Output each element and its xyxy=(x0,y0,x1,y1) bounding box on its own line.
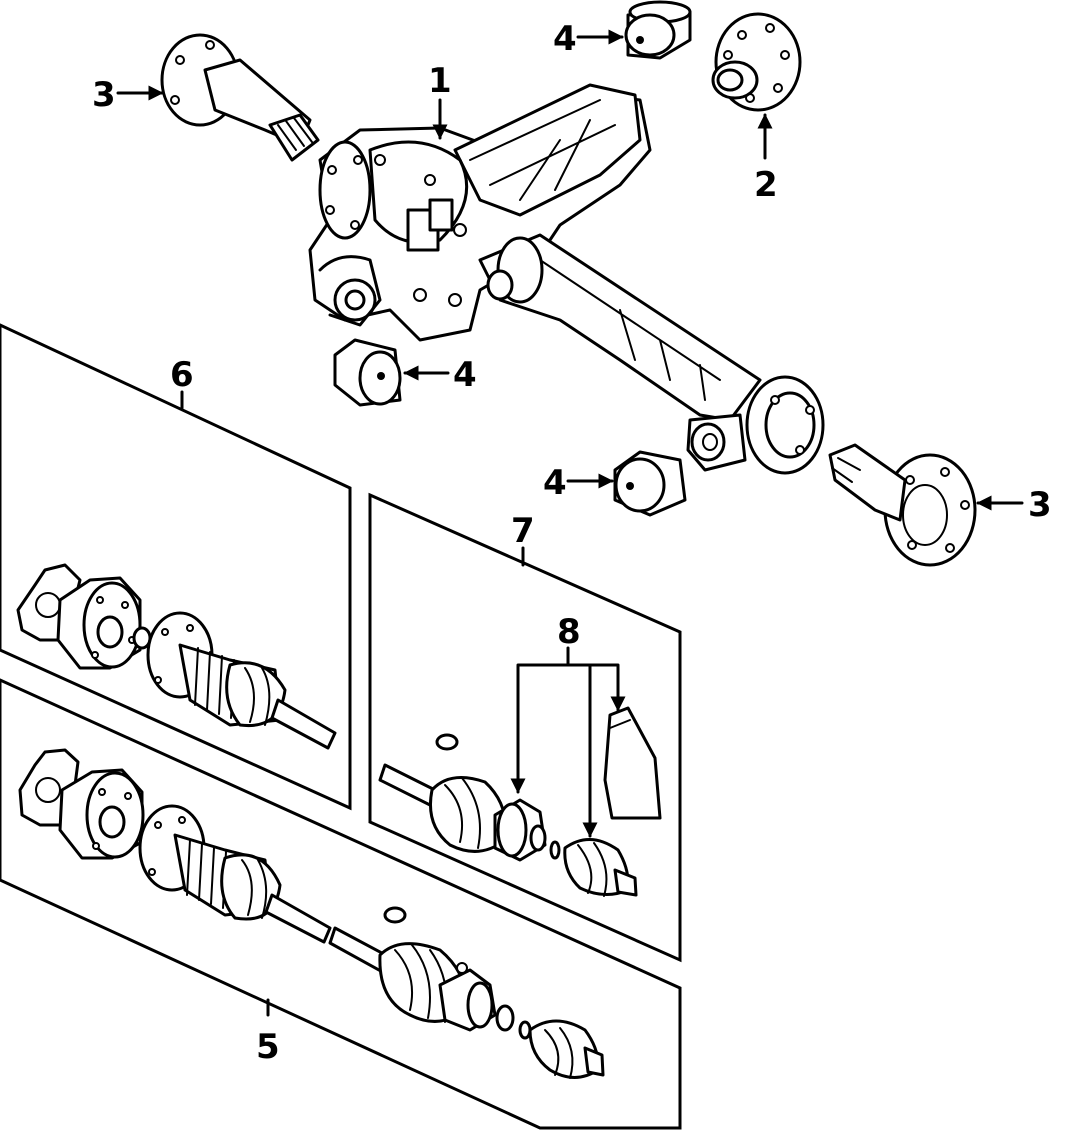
leader-8-bracket xyxy=(516,646,620,834)
callout-4-mid: 4 xyxy=(453,355,477,395)
part-3-axle-shaft-right xyxy=(828,443,977,567)
callout-7: 7 xyxy=(511,511,535,551)
part-4-bushing-mid xyxy=(333,338,402,407)
callout-4-top: 4 xyxy=(553,19,577,59)
callout-1: 1 xyxy=(428,61,452,101)
callout-3-left: 3 xyxy=(92,75,116,115)
callout-numbers: 1 2 3 3 4 4 4 5 6 7 8 xyxy=(92,19,1052,1067)
callout-6: 6 xyxy=(170,355,194,395)
part-4-bushing-top xyxy=(624,0,692,60)
callout-3-right: 3 xyxy=(1028,485,1052,525)
callout-leaders xyxy=(116,29,1024,1017)
part-3-axle-shaft-left xyxy=(160,33,320,162)
callout-2: 2 xyxy=(754,165,778,205)
callout-8: 8 xyxy=(557,612,581,652)
part-5-axle-assembly xyxy=(18,748,605,1079)
callout-4-low: 4 xyxy=(543,463,567,503)
part-2-flange xyxy=(711,12,802,112)
differential-assembly xyxy=(308,83,825,475)
callout-5: 5 xyxy=(256,1027,280,1067)
part-6-axle-assembly xyxy=(16,563,337,750)
part-4-bushing-low xyxy=(613,450,687,517)
part-7-cv-joint xyxy=(378,706,662,897)
